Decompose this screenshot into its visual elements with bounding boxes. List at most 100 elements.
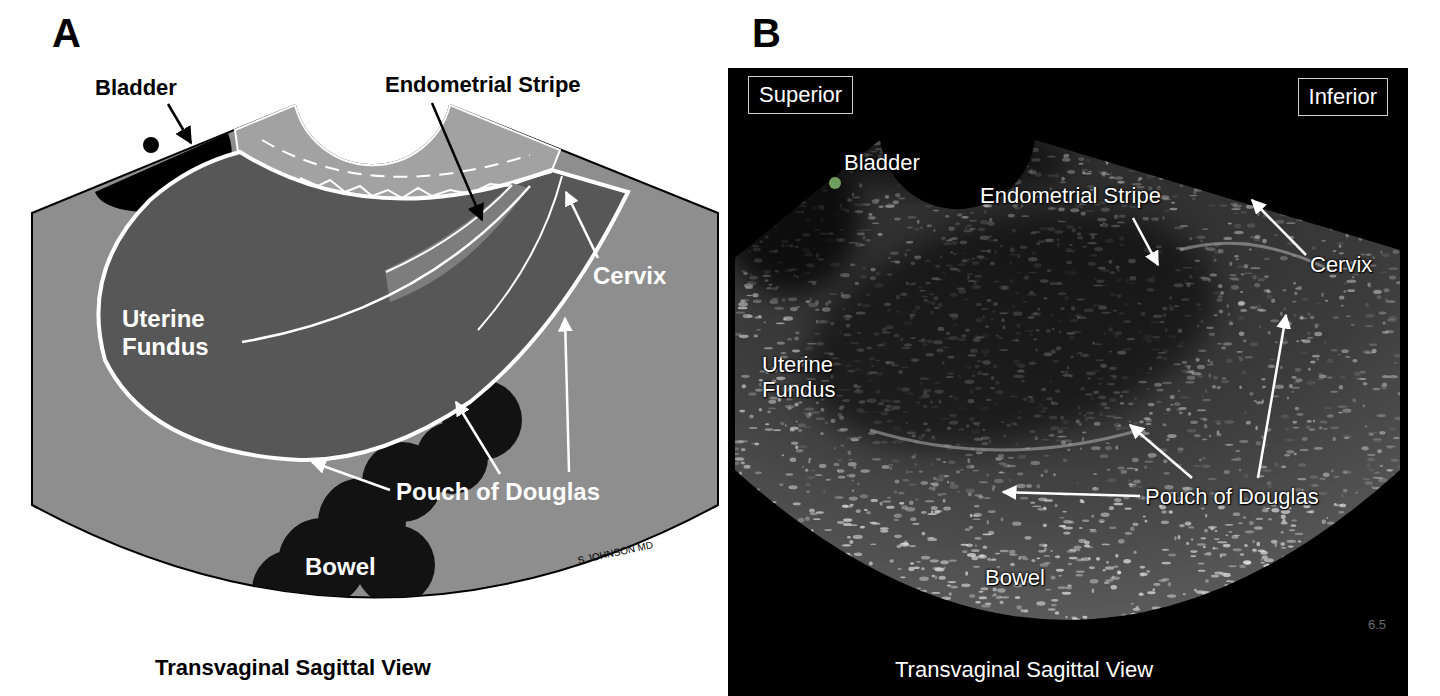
speckle [1270, 319, 1279, 322]
speckle [871, 523, 880, 525]
speckle [1193, 190, 1196, 194]
speckle [1237, 611, 1239, 613]
speckle [999, 169, 1008, 172]
speckle [958, 186, 963, 190]
speckle [986, 473, 989, 476]
speckle [808, 460, 810, 464]
speckle [1106, 561, 1108, 564]
speckle [736, 547, 743, 549]
speckle [1259, 163, 1268, 167]
speckle [804, 559, 806, 563]
speckle [1133, 550, 1136, 554]
speckle [1376, 295, 1381, 299]
speckle [1054, 173, 1059, 177]
speckle [888, 257, 891, 260]
speckle [864, 509, 868, 511]
speckle [793, 620, 795, 623]
speckle [798, 554, 806, 557]
speckle [1228, 531, 1232, 533]
uterus-outline [98, 152, 628, 460]
speckle [1147, 591, 1155, 594]
speckle [1307, 610, 1310, 615]
speckle [1389, 316, 1398, 320]
speckle [1063, 531, 1070, 534]
speckle [1225, 534, 1228, 536]
speckle [935, 568, 945, 572]
speckle [1255, 426, 1258, 430]
speckle [1200, 179, 1204, 181]
speckle [975, 601, 981, 604]
speckle [820, 179, 828, 182]
speckle [1286, 222, 1295, 224]
speckle [1296, 340, 1299, 342]
speckle [1224, 584, 1229, 587]
speckle [1089, 566, 1095, 569]
speckle [974, 537, 981, 540]
speckle [784, 542, 789, 544]
speckle [1261, 378, 1266, 381]
speckle [970, 514, 972, 518]
speckle [1264, 258, 1270, 260]
speckle [769, 155, 777, 159]
speckle [1031, 461, 1040, 465]
speckle [1030, 502, 1035, 504]
speckle [971, 549, 980, 552]
speckle [1185, 381, 1195, 384]
speckle [1356, 547, 1366, 551]
speckle [749, 427, 757, 429]
speckle [1256, 518, 1263, 520]
speckle [1238, 595, 1243, 599]
speckle [785, 518, 794, 523]
speckle [846, 437, 852, 440]
speckle [847, 450, 851, 455]
speckle [1117, 467, 1124, 470]
speckle [840, 428, 849, 431]
speckle [1191, 538, 1194, 540]
speckle [919, 471, 923, 473]
speckle [849, 496, 858, 500]
speckle [1119, 159, 1127, 161]
speckle [1228, 222, 1232, 224]
speckle [1293, 314, 1296, 318]
speckle [1239, 332, 1244, 336]
speckle [920, 590, 928, 592]
speckle [1055, 503, 1058, 507]
speckle [1202, 399, 1211, 402]
speckle [948, 226, 955, 230]
ultrasound-panel [720, 68, 1408, 696]
speckle [835, 496, 844, 498]
speckle [992, 487, 994, 491]
speckle [1190, 550, 1197, 553]
speckle [1314, 447, 1323, 450]
speckle [894, 519, 899, 521]
speckle [1337, 144, 1339, 147]
speckle [1164, 472, 1171, 475]
speckle [1040, 474, 1043, 477]
speckle [842, 544, 851, 546]
speckle [1361, 142, 1367, 144]
speckle [831, 166, 840, 170]
speckle [1215, 156, 1221, 159]
speckle [1145, 520, 1148, 523]
speckle [856, 509, 861, 513]
speckle [1365, 215, 1369, 219]
speckle [1388, 446, 1392, 449]
speckle [1338, 511, 1344, 513]
speckle [1098, 519, 1105, 522]
speckle [955, 624, 961, 626]
speckle [1307, 312, 1310, 316]
wall-line [262, 140, 530, 177]
speckle [1343, 211, 1347, 215]
speckle [943, 506, 951, 510]
speckle [1162, 382, 1172, 385]
speckle [1008, 457, 1015, 459]
speckle [1114, 498, 1122, 502]
speckle [1396, 281, 1403, 284]
speckle [1240, 309, 1247, 312]
speckle [1243, 560, 1251, 564]
speckle [935, 147, 938, 149]
speckle [1079, 527, 1083, 529]
speckle [1105, 579, 1113, 582]
speckle [777, 341, 785, 344]
speckle [1327, 522, 1335, 525]
